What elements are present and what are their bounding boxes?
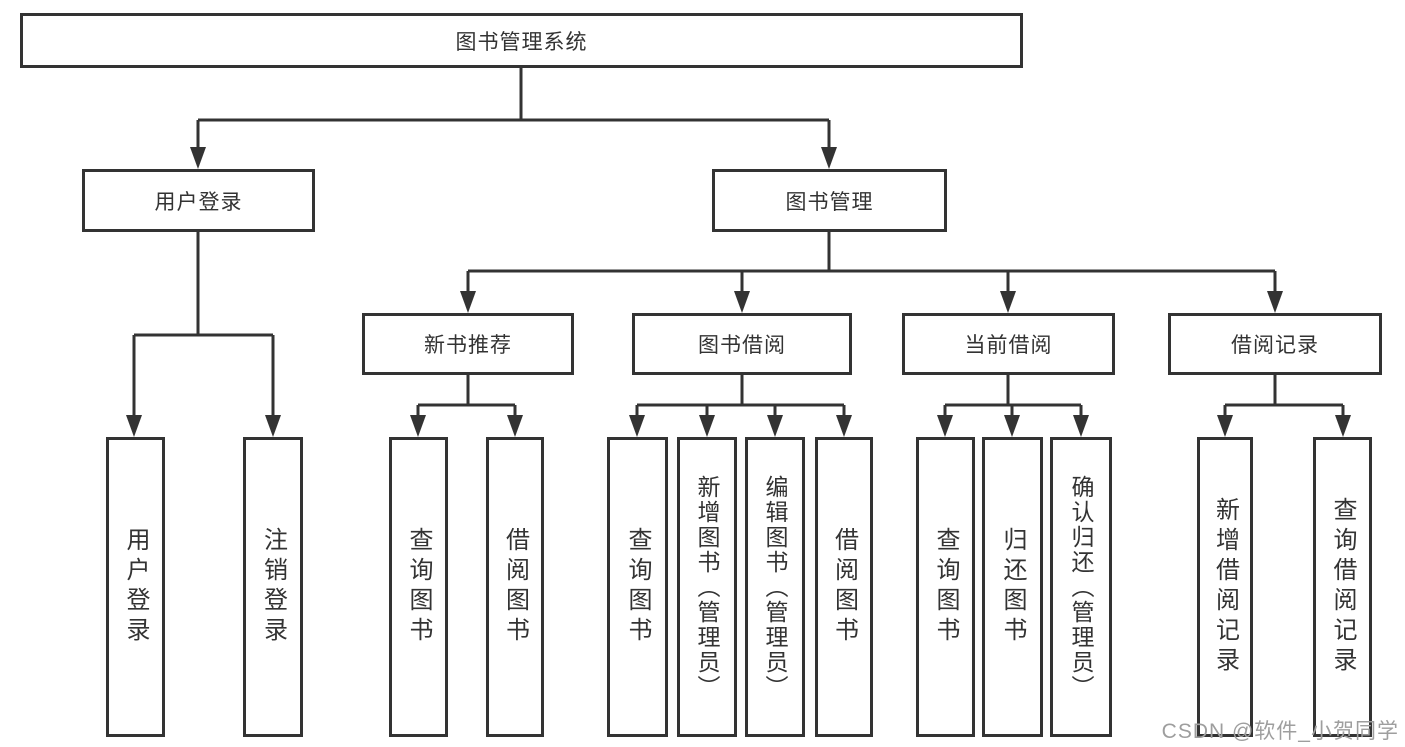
leaf-add-book-admin: 新增图书（管理员） xyxy=(677,437,737,737)
node-borrow-records: 借阅记录 xyxy=(1168,313,1382,375)
leaf-borrow-books-label: 借阅图书 xyxy=(830,527,858,647)
leaf-query-books-borrow-label: 查询图书 xyxy=(624,527,651,647)
leaf-user-login: 用户登录 xyxy=(106,437,165,737)
leaf-add-borrow-record: 新增借阅记录 xyxy=(1197,437,1253,737)
node-book-management-label: 图书管理 xyxy=(785,190,874,214)
leaf-return-books: 归还图书 xyxy=(982,437,1043,737)
node-user-login: 用户登录 xyxy=(82,169,315,232)
leaf-logout-label: 注销登录 xyxy=(259,527,287,647)
leaf-confirm-return-admin-label: 确认归还（管理员） xyxy=(1068,474,1094,700)
node-new-book-recommend-label: 新书推荐 xyxy=(424,334,512,357)
node-new-book-recommend: 新书推荐 xyxy=(362,313,574,375)
node-book-borrow: 图书借阅 xyxy=(632,313,852,375)
leaf-add-borrow-record-label: 新增借阅记录 xyxy=(1211,497,1239,677)
leaf-confirm-return-admin: 确认归还（管理员） xyxy=(1050,437,1112,737)
leaf-query-borrow-record: 查询借阅记录 xyxy=(1313,437,1372,737)
fork-new-book-recommend xyxy=(410,375,523,437)
leaf-borrow-books-recommend-label: 借阅图书 xyxy=(501,527,529,647)
leaf-query-borrow-record-label: 查询借阅记录 xyxy=(1329,497,1356,677)
leaf-user-login-label: 用户登录 xyxy=(122,527,149,647)
leaf-return-books-label: 归还图书 xyxy=(999,527,1026,647)
leaf-query-books-recommend: 查询图书 xyxy=(389,437,448,737)
leaf-borrow-books-recommend: 借阅图书 xyxy=(486,437,544,737)
node-book-management: 图书管理 xyxy=(712,169,947,232)
node-root-label: 图书管理系统 xyxy=(455,30,588,54)
node-borrow-records-label: 借阅记录 xyxy=(1231,334,1319,357)
leaf-edit-book-admin-label: 编辑图书（管理员） xyxy=(762,474,788,700)
fork-root xyxy=(190,68,837,169)
fork-user-login xyxy=(126,232,281,437)
fork-current-borrow xyxy=(937,375,1089,437)
node-current-borrow: 当前借阅 xyxy=(902,313,1115,375)
leaf-borrow-books: 借阅图书 xyxy=(815,437,873,737)
leaf-logout: 注销登录 xyxy=(243,437,303,737)
node-current-borrow-label: 当前借阅 xyxy=(964,334,1053,357)
leaf-edit-book-admin: 编辑图书（管理员） xyxy=(745,437,805,737)
leaf-add-book-admin-label: 新增图书（管理员） xyxy=(694,474,720,700)
fork-book-management xyxy=(460,232,1283,313)
leaf-query-books-borrow: 查询图书 xyxy=(607,437,668,737)
leaf-query-books-recommend-label: 查询图书 xyxy=(405,527,432,647)
node-book-borrow-label: 图书借阅 xyxy=(698,334,786,357)
node-user-login-label: 用户登录 xyxy=(154,190,243,214)
fork-book-borrow xyxy=(629,375,852,437)
node-root-system: 图书管理系统 xyxy=(20,13,1023,68)
fork-borrow-records xyxy=(1217,375,1351,437)
leaf-query-books-current-label: 查询图书 xyxy=(932,527,959,647)
leaf-query-books-current: 查询图书 xyxy=(916,437,975,737)
